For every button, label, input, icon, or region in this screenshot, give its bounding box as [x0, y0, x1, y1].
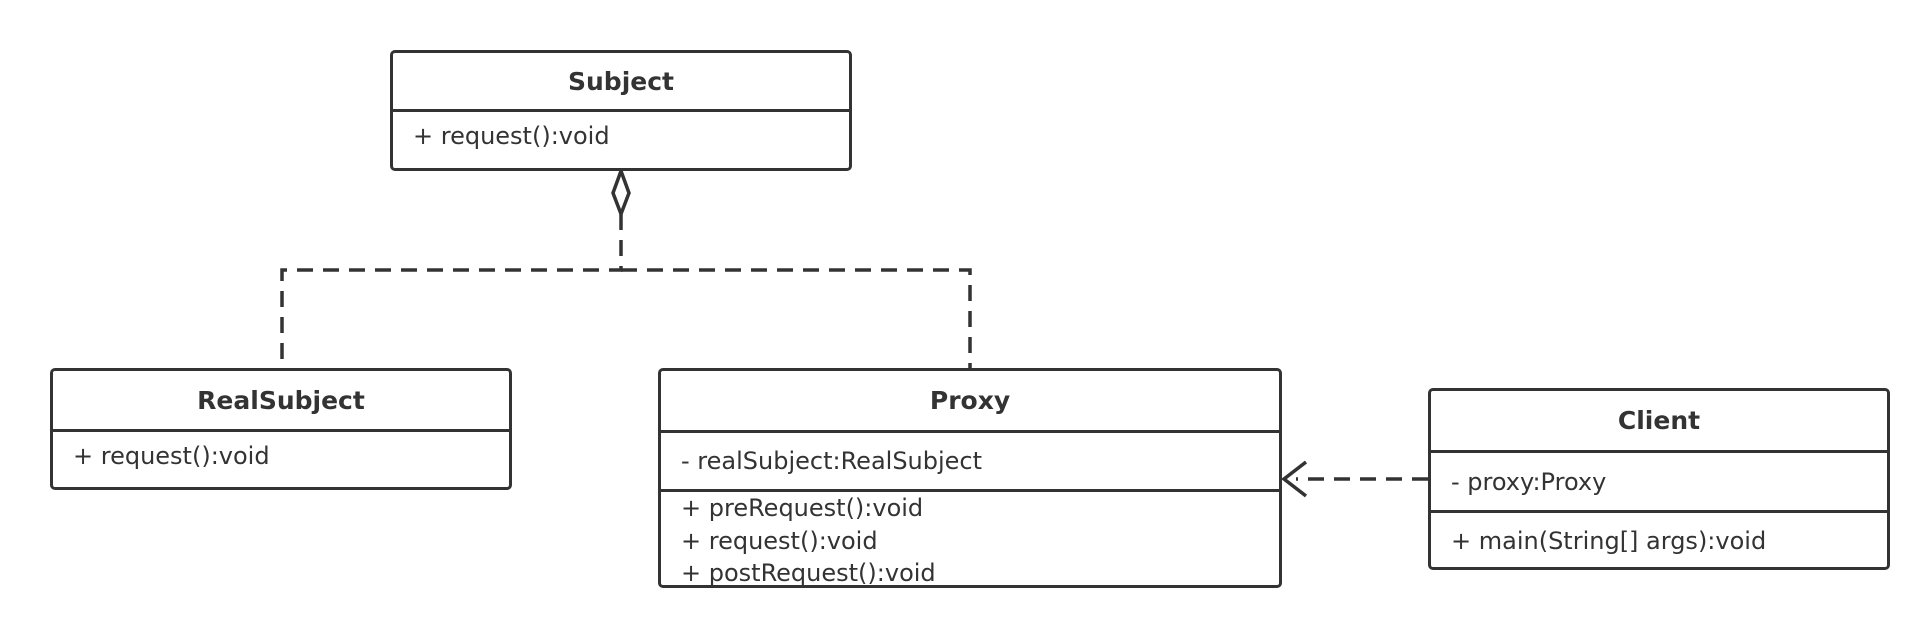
relation-subject-realsubject-line [280, 214, 623, 368]
class-attributes: - realSubject:RealSubject [661, 433, 1279, 492]
class-member: + request():void [681, 526, 878, 555]
class-member: + main(String[] args):void [1451, 527, 1767, 555]
class-operations: + preRequest():void + request():void + pos… [661, 492, 1279, 590]
relation-subject-proxy-line [621, 268, 972, 368]
class-name: Subject [393, 53, 849, 112]
class-attributes: - proxy:Proxy [1431, 453, 1887, 513]
class-name: Proxy [661, 371, 1279, 433]
class-subject[interactable]: Subject + request():void [390, 50, 852, 171]
class-member: + request():void [413, 122, 610, 150]
class-realsubject[interactable]: RealSubject + request():void [50, 368, 512, 490]
class-name: Client [1431, 391, 1887, 453]
class-proxy[interactable]: Proxy - realSubject:RealSubject + preReq… [658, 368, 1282, 588]
class-member: + postRequest():void [681, 559, 936, 587]
class-operations: + request():void [53, 432, 509, 472]
class-member: + request():void [73, 442, 270, 470]
class-client[interactable]: Client - proxy:Proxy + main(String[] arg… [1428, 388, 1890, 570]
class-member: - realSubject:RealSubject [681, 447, 983, 475]
aggregation-diamond-icon [611, 165, 631, 219]
dependency-arrowhead-icon [1281, 460, 1308, 498]
class-member: + preRequest():void [681, 494, 924, 522]
class-name: RealSubject [53, 371, 509, 432]
class-operations: + request():void [393, 112, 849, 152]
class-member: - proxy:Proxy [1451, 468, 1607, 496]
class-operations: + main(String[] args):void [1431, 513, 1887, 557]
